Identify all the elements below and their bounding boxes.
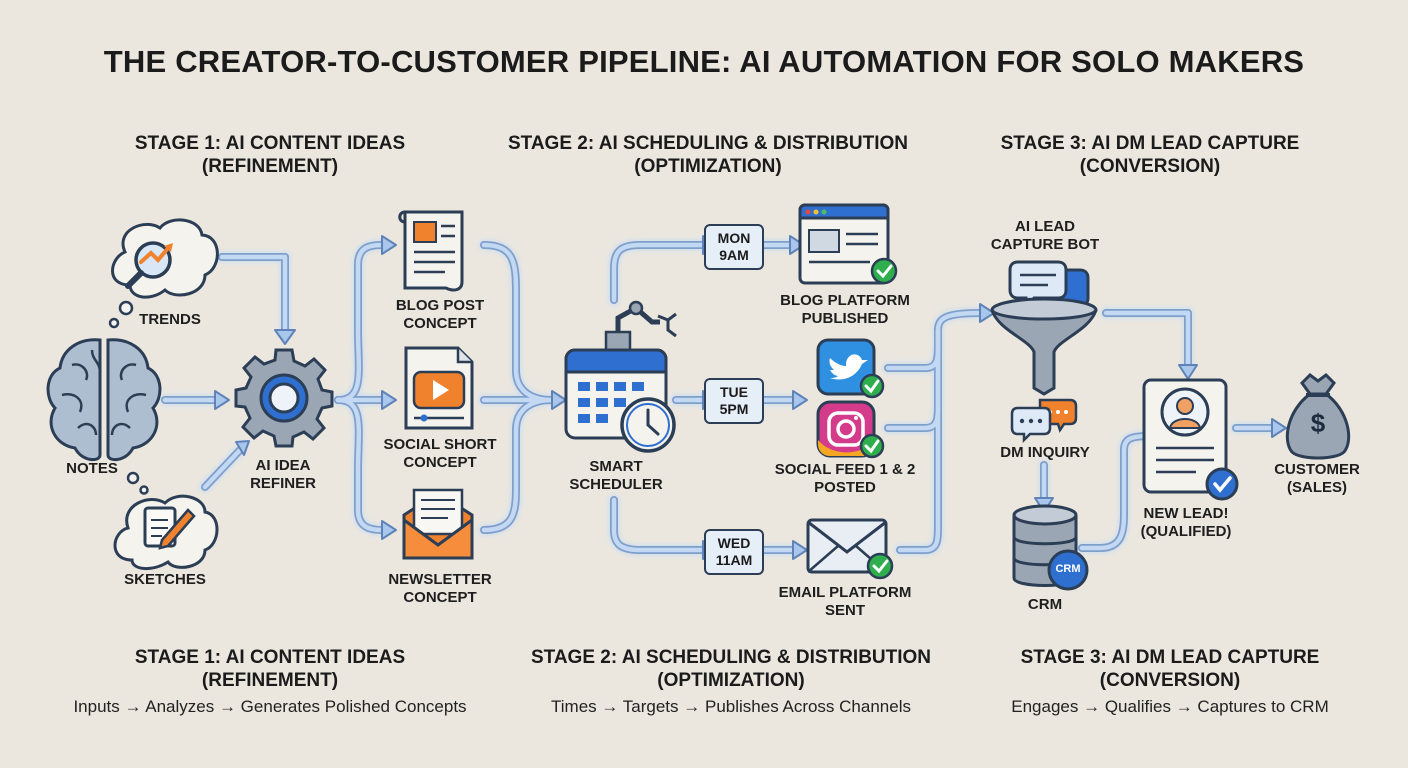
stage-2-footer: STAGE 2: AI SCHEDULING & DISTRIBUTION (O… bbox=[501, 646, 961, 692]
refiner-label: AI IDEA REFINER bbox=[228, 457, 338, 493]
blog-concept-line1: BLOG POST bbox=[395, 297, 485, 314]
new-lead-label: NEW LEAD! (QUALIFIED) bbox=[1128, 505, 1244, 541]
stage-3-header-line1: STAGE 3: AI DM LEAD CAPTURE bbox=[1000, 133, 1300, 154]
dm-inquiry-label: DM INQUIRY bbox=[1000, 444, 1090, 461]
blog-platform-label: BLOG PLATFORM PUBLISHED bbox=[770, 292, 920, 328]
blog-platform-browser-icon bbox=[798, 203, 890, 285]
money-bag-icon bbox=[1285, 373, 1351, 460]
connector-arrows bbox=[159, 235, 1287, 560]
lead-bot-line2: CAPTURE BOT bbox=[990, 236, 1100, 253]
stage-1-footer-line2: (REFINEMENT) bbox=[201, 670, 339, 691]
check-icon bbox=[866, 552, 894, 580]
camera-social-icon bbox=[816, 400, 876, 458]
sketches-label: SKETCHES bbox=[124, 571, 206, 588]
social-feed-line1: SOCIAL FEED 1 & 2 bbox=[774, 461, 916, 478]
time-mon-day: MON bbox=[717, 230, 751, 246]
time-tue-hour: 5PM bbox=[719, 401, 749, 417]
stage-3-summary: Engages → Qualifies → Captures to CRM bbox=[1011, 697, 1329, 716]
stage-3-footer: STAGE 3: AI DM LEAD CAPTURE (CONVERSION) bbox=[1010, 646, 1330, 692]
qualified-check-icon bbox=[1205, 467, 1239, 501]
blog-concept-line2: CONCEPT bbox=[403, 315, 477, 332]
blog-platform-line2: PUBLISHED bbox=[801, 310, 889, 327]
check-icon bbox=[859, 433, 885, 459]
time-tue-day: TUE bbox=[719, 384, 748, 400]
time-mon-hour: 9AM bbox=[719, 247, 749, 263]
bird-social-icon bbox=[816, 338, 876, 396]
published-check-icons bbox=[859, 257, 898, 580]
email-platform-envelope-icon bbox=[806, 518, 888, 574]
time-wed-hour: 11AM bbox=[715, 552, 753, 568]
stage-1-footer-line1: STAGE 1: AI CONTENT IDEAS bbox=[134, 647, 406, 668]
scheduler-label-line2: SCHEDULER bbox=[569, 476, 663, 493]
refiner-gear-icon bbox=[234, 348, 334, 448]
stage-2-header-line2: (OPTIMIZATION) bbox=[634, 156, 782, 177]
social-feed-label: SOCIAL FEED 1 & 2 POSTED bbox=[760, 461, 930, 497]
sketches-icon bbox=[113, 494, 219, 570]
lead-bot-label: AI LEAD CAPTURE BOT bbox=[980, 218, 1110, 254]
email-platform-line1: EMAIL PLATFORM bbox=[778, 584, 912, 601]
stage-1-header: STAGE 1: AI CONTENT IDEAS (REFINEMENT) bbox=[100, 132, 440, 178]
social-feed-line2: POSTED bbox=[814, 479, 876, 496]
refiner-label-line2: REFINER bbox=[250, 475, 316, 492]
stage-2-summary: Times → Targets → Publishes Across Chann… bbox=[551, 697, 911, 716]
newsletter-concept-line1: NEWSLETTER bbox=[388, 571, 492, 588]
stage-2-footer-line2: (OPTIMIZATION) bbox=[657, 670, 805, 691]
social-concept-label: SOCIAL SHORT CONCEPT bbox=[370, 436, 510, 472]
customer-line2: (SALES) bbox=[1287, 479, 1347, 496]
stage-1-header-line2: (REFINEMENT) bbox=[201, 156, 339, 177]
stage-1-header-line1: STAGE 1: AI CONTENT IDEAS bbox=[134, 133, 406, 154]
brain-icon bbox=[46, 338, 162, 495]
lead-bot-line1: AI LEAD bbox=[1015, 218, 1075, 235]
customer-label: CUSTOMER (SALES) bbox=[1262, 461, 1372, 497]
diagram-title: THE CREATOR-TO-CUSTOMER PIPELINE: AI AUT… bbox=[103, 44, 1305, 79]
new-lead-line1: NEW LEAD! bbox=[1143, 505, 1229, 522]
crm-label: CRM bbox=[1027, 596, 1063, 613]
trends-icon bbox=[108, 218, 219, 329]
stage-2-footer-line1: STAGE 2: AI SCHEDULING & DISTRIBUTION bbox=[530, 647, 932, 668]
email-platform-label: EMAIL PLATFORM SENT bbox=[765, 584, 925, 620]
refiner-label-line1: AI IDEA bbox=[255, 457, 311, 474]
newsletter-concept-line2: CONCEPT bbox=[403, 589, 477, 606]
stage-3-header: STAGE 3: AI DM LEAD CAPTURE (CONVERSION) bbox=[990, 132, 1310, 178]
crm-badge: CRM bbox=[1055, 563, 1081, 575]
dm-chat-icon bbox=[1010, 398, 1078, 444]
newsletter-envelope-icon bbox=[402, 488, 474, 560]
check-icon bbox=[870, 257, 898, 285]
new-lead-card-icon bbox=[1142, 378, 1239, 501]
lead-capture-funnel-icon bbox=[990, 260, 1098, 396]
smart-scheduler-icon bbox=[564, 300, 677, 453]
social-video-file-icon bbox=[404, 346, 474, 430]
customer-line1: CUSTOMER bbox=[1274, 461, 1360, 478]
stage-1-footer: STAGE 1: AI CONTENT IDEAS (REFINEMENT) bbox=[100, 646, 440, 692]
notes-label: NOTES bbox=[66, 460, 118, 477]
time-wed-day: WED bbox=[717, 535, 751, 551]
blog-post-document-icon bbox=[398, 210, 464, 292]
blog-concept-label: BLOG POST CONCEPT bbox=[380, 297, 500, 333]
trends-label: TRENDS bbox=[139, 311, 201, 328]
newsletter-concept-label: NEWSLETTER CONCEPT bbox=[380, 571, 500, 607]
blog-platform-line1: BLOG PLATFORM bbox=[780, 292, 910, 309]
stage-3-footer-line1: STAGE 3: AI DM LEAD CAPTURE bbox=[1020, 647, 1320, 668]
stage-2-header-line1: STAGE 2: AI SCHEDULING & DISTRIBUTION bbox=[507, 133, 909, 154]
crm-database-icon bbox=[1012, 504, 1089, 591]
currency-symbol: $ bbox=[1310, 408, 1326, 438]
new-lead-line2: (QUALIFIED) bbox=[1140, 523, 1232, 540]
stage-1-summary: Inputs → Analyzes → Generates Polished C… bbox=[73, 697, 467, 716]
check-icon bbox=[859, 373, 885, 399]
scheduler-label: SMART SCHEDULER bbox=[556, 458, 676, 494]
stage-2-header: STAGE 2: AI SCHEDULING & DISTRIBUTION (O… bbox=[478, 132, 938, 178]
social-concept-line2: CONCEPT bbox=[403, 454, 477, 471]
stage-3-header-line2: (CONVERSION) bbox=[1079, 156, 1221, 177]
email-platform-line2: SENT bbox=[824, 602, 865, 619]
scheduler-label-line1: SMART bbox=[589, 458, 643, 475]
social-concept-line1: SOCIAL SHORT bbox=[383, 436, 497, 453]
stage-3-footer-line2: (CONVERSION) bbox=[1099, 670, 1241, 691]
